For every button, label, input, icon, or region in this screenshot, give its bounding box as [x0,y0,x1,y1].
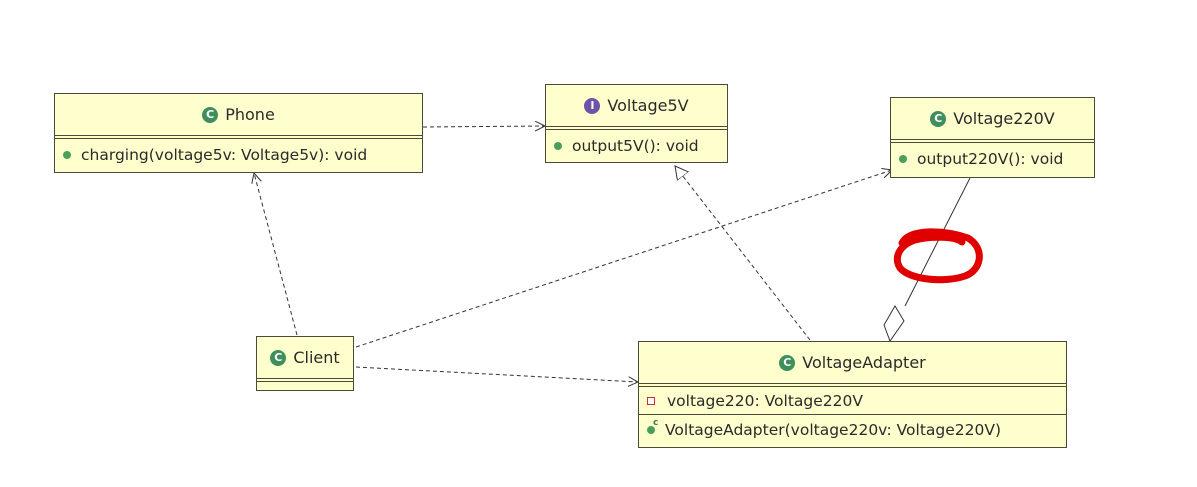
aggregation-line [904,177,971,307]
class-client-header: C Client [257,337,353,382]
field-signature: voltage220: Voltage220V [667,392,863,410]
interface-icon: I [584,97,601,114]
class-icon: C [202,106,219,123]
field-row: voltage220: Voltage220V [639,388,1066,414]
interface-voltage5v[interactable]: I Voltage5V output5V(): void [545,84,728,163]
class-phone-header: C Phone [55,94,422,139]
dependency-phone-to-voltage5v [422,126,545,127]
method-signature: output5V(): void [572,137,699,155]
class-voltage220v-header: C Voltage220V [891,98,1094,143]
method-row: charging(voltage5v: Voltage5v): void [55,140,422,170]
class-icon: C [930,110,947,127]
class-icon: C [270,349,287,366]
aggregation-diamond [883,305,905,343]
method-row: output220V(): void [891,144,1094,174]
public-method-icon [554,142,562,150]
class-voltage220v-name: Voltage220V [953,109,1055,128]
method-signature: charging(voltage5v: Voltage5v): void [81,146,368,164]
constructor-row: VoltageAdapter(voltage220v: Voltage220V) [639,415,1066,445]
dependency-client-to-voltage220v [355,170,892,348]
class-icon: C [779,354,796,371]
class-phone[interactable]: C Phone charging(voltage5v: Voltage5v): … [54,93,423,173]
class-client[interactable]: C Client [256,336,354,391]
method-row: output5V(): void [546,131,727,161]
method-signature: output220V(): void [917,150,1064,168]
class-phone-name: Phone [225,105,275,124]
dependency-client-to-phone [254,173,298,336]
compartment-divider [639,414,1066,415]
class-voltage-adapter[interactable]: C VoltageAdapter voltage220: Voltage220V… [638,341,1067,448]
constructor-signature: VoltageAdapter(voltage220v: Voltage220V) [665,421,1002,439]
interface-voltage5v-header: I Voltage5V [546,85,727,130]
red-circle-annotation [893,228,983,284]
class-client-name: Client [293,348,340,367]
interface-voltage5v-name: Voltage5V [607,96,689,115]
private-field-icon [647,397,655,405]
public-method-icon [63,151,71,159]
class-voltage-adapter-name: VoltageAdapter [802,353,926,372]
constructor-icon [647,418,658,434]
dependency-client-to-voltage-adapter [355,366,638,382]
class-voltage-adapter-header: C VoltageAdapter [639,342,1066,387]
class-voltage220v[interactable]: C Voltage220V output220V(): void [890,97,1095,178]
public-method-icon [899,155,907,163]
realization-adapter-to-voltage5v [675,166,811,341]
